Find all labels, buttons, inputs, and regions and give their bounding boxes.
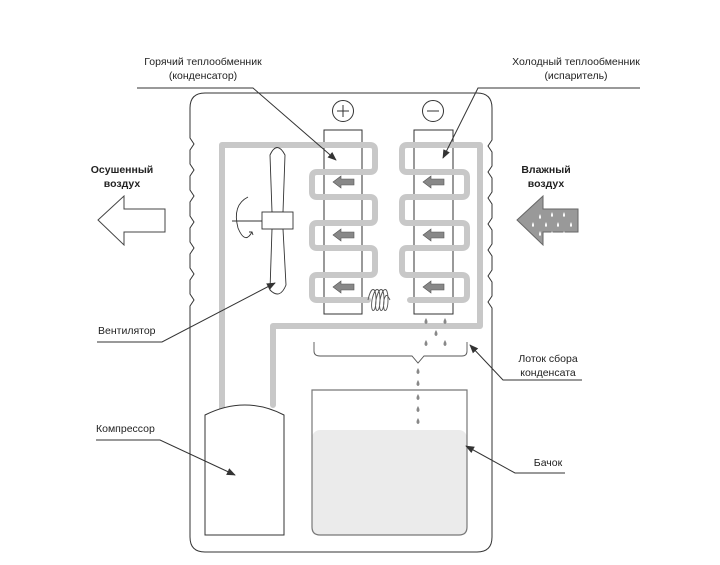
evaporator-label-sub: (испаритель) [544, 70, 607, 82]
capillary-coil [367, 289, 391, 311]
refrigerant-pipe [219, 142, 378, 413]
casing [189, 92, 493, 553]
tank-label: Бачок [534, 457, 563, 469]
dry-air-label: Осушенный [91, 164, 154, 176]
tray-label: Лоток сбора [518, 353, 577, 365]
water-drops [416, 318, 447, 424]
compressor-leader [96, 439, 236, 476]
tray-label-sub: конденсата [520, 367, 576, 379]
tank [311, 389, 468, 536]
dry-air-label-sub: воздух [104, 178, 141, 190]
condenser-label-sub: (конденсатор) [169, 70, 237, 82]
humid-air-label-sub: воздух [528, 178, 565, 190]
plus-icon [332, 100, 354, 122]
flow-arrow-icon [422, 280, 445, 294]
flow-arrow-icon [422, 228, 445, 242]
evaporator-label: Холодный теплообменник [512, 56, 640, 68]
compressor-label: Компрессор [96, 423, 155, 435]
evaporator-leader [442, 87, 640, 159]
flow-arrow-icon [422, 175, 445, 189]
dry-air-arrow-icon [97, 194, 166, 247]
fan-icon [232, 147, 294, 295]
minus-icon [422, 100, 444, 122]
humid-air-label: Влажный [521, 164, 570, 176]
condenser-leader [137, 87, 337, 161]
compressor [204, 404, 285, 536]
tank-leader [465, 445, 565, 474]
refrigerant-pipe-evaporator [270, 142, 483, 408]
humid-air-arrow-icon [516, 194, 579, 247]
fan-label: Вентилятор [98, 325, 156, 337]
flow-arrow-icon [332, 280, 355, 294]
flow-arrow-icon [332, 175, 355, 189]
condenser-label: Горячий теплообменник [144, 56, 262, 68]
water-level [312, 430, 467, 535]
flow-arrow-icon [332, 228, 355, 242]
condensate-tray [313, 342, 468, 364]
fan-leader [97, 282, 276, 343]
tray-leader [469, 344, 582, 381]
